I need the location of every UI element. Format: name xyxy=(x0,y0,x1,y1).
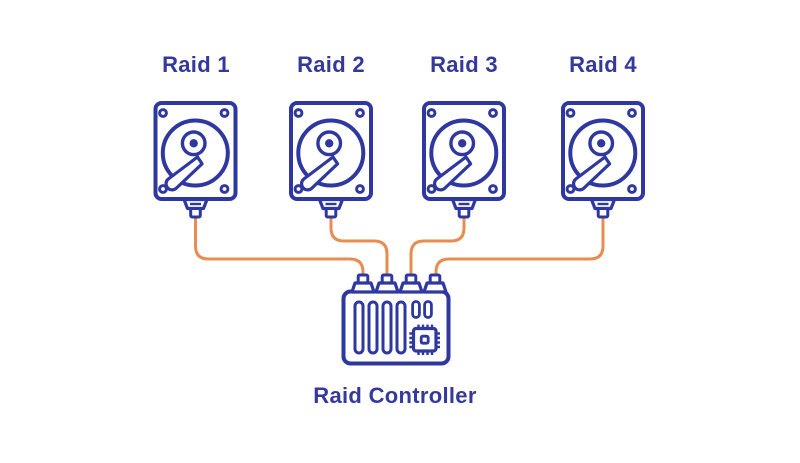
slot-icon xyxy=(367,300,379,355)
hard-drive-icon-raid2 xyxy=(289,101,373,219)
hard-drive-icon-raid4 xyxy=(561,101,645,219)
raid-controller-card-icon xyxy=(341,273,451,366)
controller-port-1 xyxy=(350,273,376,294)
raid2-label: Raid 2 xyxy=(297,52,365,77)
cables xyxy=(194,215,605,280)
cable-raid3-to-controller xyxy=(409,215,466,280)
raid1-label: Raid 1 xyxy=(162,52,230,77)
pin-slot-icon xyxy=(423,300,433,319)
controller-port-2 xyxy=(374,273,400,294)
hard-drive-icon-raid1 xyxy=(153,101,238,219)
controller-port-3 xyxy=(398,273,424,294)
slot-icon xyxy=(381,300,393,355)
pin-slot-icon xyxy=(411,300,421,319)
cpu-chip-icon xyxy=(409,324,440,355)
slot-icon xyxy=(353,300,365,355)
cable-raid2-to-controller xyxy=(329,215,389,280)
raid3-label: Raid 3 xyxy=(430,52,498,77)
controller-port-4 xyxy=(422,273,448,294)
raid-controller-label: Raid Controller xyxy=(313,383,477,408)
slot-icon xyxy=(395,300,407,355)
cable-raid4-to-controller xyxy=(434,215,605,280)
cable-raid1-to-controller xyxy=(194,215,365,280)
raid4-label: Raid 4 xyxy=(569,52,637,77)
hard-drive-icon-raid3 xyxy=(422,101,506,219)
